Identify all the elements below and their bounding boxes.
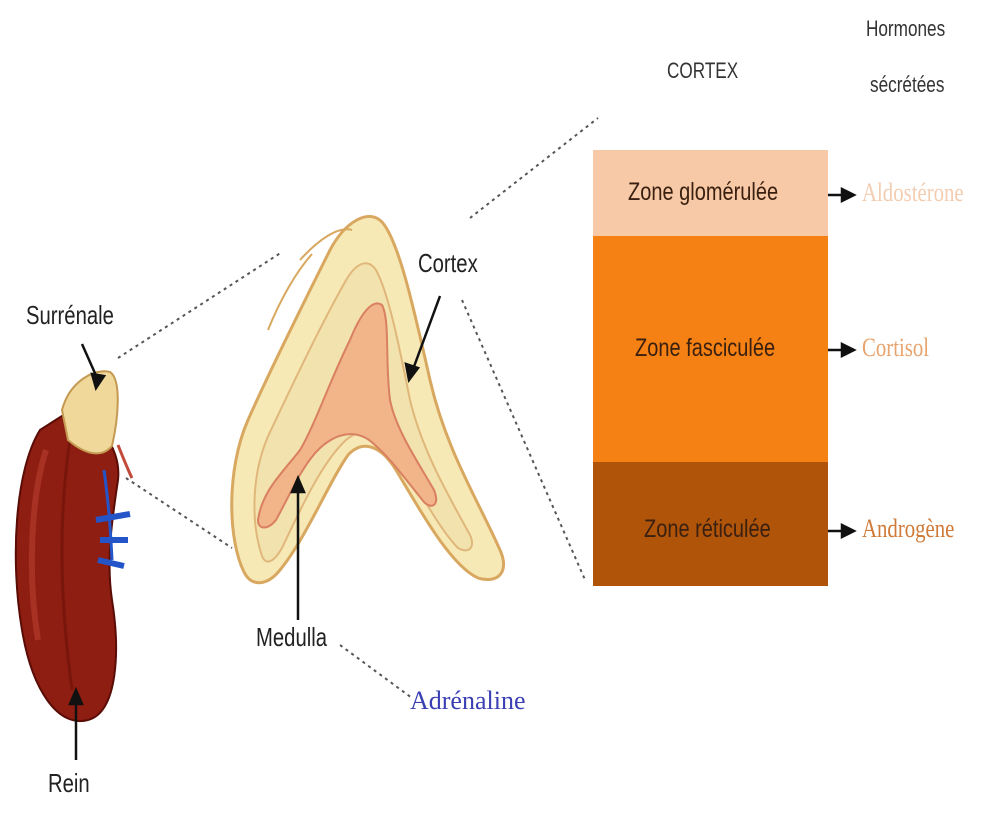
kidney-illustration xyxy=(16,415,132,721)
hormone-aldosterone: Aldostérone xyxy=(862,178,964,208)
zoom-line-top-right xyxy=(470,118,598,218)
adrenaline-label: Adrénaline xyxy=(410,686,526,716)
zoom-line-top-left xyxy=(118,252,282,358)
hormones-header-line1: Hormones xyxy=(866,16,945,42)
zone-reticulee-label: Zone réticulée xyxy=(644,515,771,544)
hormone-androgene: Androgène xyxy=(862,514,954,544)
cortex-label: Cortex xyxy=(418,248,478,279)
zoom-line-bottom-left xyxy=(126,478,232,548)
hormones-header-line2: sécrétées xyxy=(870,72,944,98)
zone-glomerulee-label: Zone glomérulée xyxy=(628,178,778,207)
zone-fasciculee-label: Zone fasciculée xyxy=(635,334,775,363)
cortex-header: CORTEX xyxy=(667,58,738,84)
rein-label: Rein xyxy=(48,768,90,799)
small-adrenal-gland xyxy=(62,371,118,453)
surrenale-label: Surrénale xyxy=(26,300,114,331)
medulla-leader-line xyxy=(340,645,412,698)
hormone-cortisol: Cortisol xyxy=(862,333,929,363)
medulla-label: Medulla xyxy=(256,622,327,653)
